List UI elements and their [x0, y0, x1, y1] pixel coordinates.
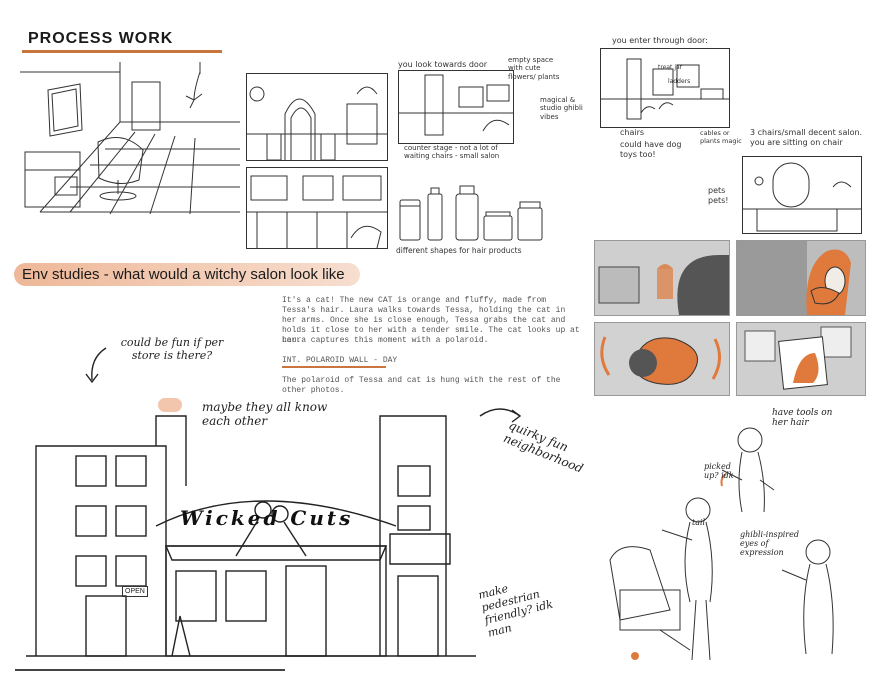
storyboard-panel-enter: [600, 48, 730, 128]
note-tail: tail: [692, 518, 706, 527]
storyboard-frame-1: [594, 240, 730, 316]
script-paragraph-3: The polaroid of Tessa and cat is hung wi…: [282, 376, 561, 395]
script-paragraph-2: Laura captures this moment with a polaro…: [282, 336, 489, 345]
interior-sketch-2: [247, 175, 387, 249]
storyboard-panel-3: [398, 70, 514, 144]
script-paragraph-1: It's a cat! The new CAT is orange and fl…: [282, 296, 580, 345]
script-slugline: INT. POLAROID WALL - DAY: [282, 356, 398, 365]
title-underline: [22, 50, 222, 53]
bottom-divider: [15, 669, 285, 671]
note-treats: treat jar: [658, 64, 683, 71]
storyboard-panel-chair: [742, 156, 862, 234]
arrow-quirky: [479, 408, 522, 423]
frame-4-art: [737, 323, 865, 395]
entrance-sketch: [601, 58, 729, 120]
storyboard-frame-3: [594, 322, 730, 396]
note-pets: pets pets!: [708, 186, 729, 205]
storefront-street-sketch: [26, 415, 476, 657]
note-shapes: different shapes for hair products: [396, 246, 522, 255]
hair-products-sketch: [399, 185, 543, 241]
storyboard-panel-1: [246, 73, 388, 161]
note-enter: you enter through door:: [612, 36, 708, 45]
note-dog-toys: could have dog toys too!: [620, 140, 682, 159]
note-maybe-know: maybe they all know each other: [202, 400, 328, 428]
frame-1-art: [595, 241, 729, 315]
note-ladders: ladders: [668, 78, 691, 85]
seated-view-sketch: [743, 162, 861, 232]
env-studies-heading: Env studies - what would a witchy salon …: [22, 266, 345, 283]
note-quirky: quirky fun neighborhood: [501, 418, 586, 476]
note-pedestrian: make pedestrian friendly? idk man: [476, 581, 555, 640]
arrow-could-be-fun: [85, 347, 107, 384]
note-chairs: chairs: [620, 128, 645, 137]
storyboard-frame-2: [736, 240, 866, 316]
note-three-chairs: 3 chairs/small decent salon. you are sit…: [750, 128, 863, 147]
frame-2-art: [737, 241, 865, 315]
slugline-underline: [282, 366, 386, 368]
maybe-highlight: [158, 398, 182, 412]
note-picked-up: picked up? idk: [704, 462, 734, 480]
storyboard-panel-2: [246, 167, 388, 249]
heading-highlight: [14, 263, 360, 286]
note-counter: counter stage - not a lot of waiting cha…: [404, 144, 500, 161]
note-cables: cables or plants magic: [700, 129, 742, 145]
note-ghibli-eyes: ghibli-inspired eyes of expression: [740, 530, 799, 557]
note-empty-space: empty space with cute flowers/ plants: [508, 56, 560, 81]
character-sketches: [609, 427, 834, 661]
door-view-sketch: [399, 74, 513, 136]
note-tools-hair: have tools on her hair: [772, 408, 833, 428]
note-could-be-fun: could be fun if per store is there?: [120, 336, 224, 362]
interior-sketch-1: [247, 86, 387, 161]
page-title: PROCESS WORK: [28, 30, 174, 47]
frame-3-art: [595, 323, 729, 395]
store-sign: Wicked Cuts: [180, 506, 354, 530]
salon-perspective-sketch: [20, 62, 240, 215]
note-magical: magical & studio ghibli vibes: [540, 96, 583, 121]
note-look-door: you look towards door: [398, 60, 487, 69]
open-sign: OPEN: [122, 586, 148, 597]
storyboard-frame-4: [736, 322, 866, 396]
